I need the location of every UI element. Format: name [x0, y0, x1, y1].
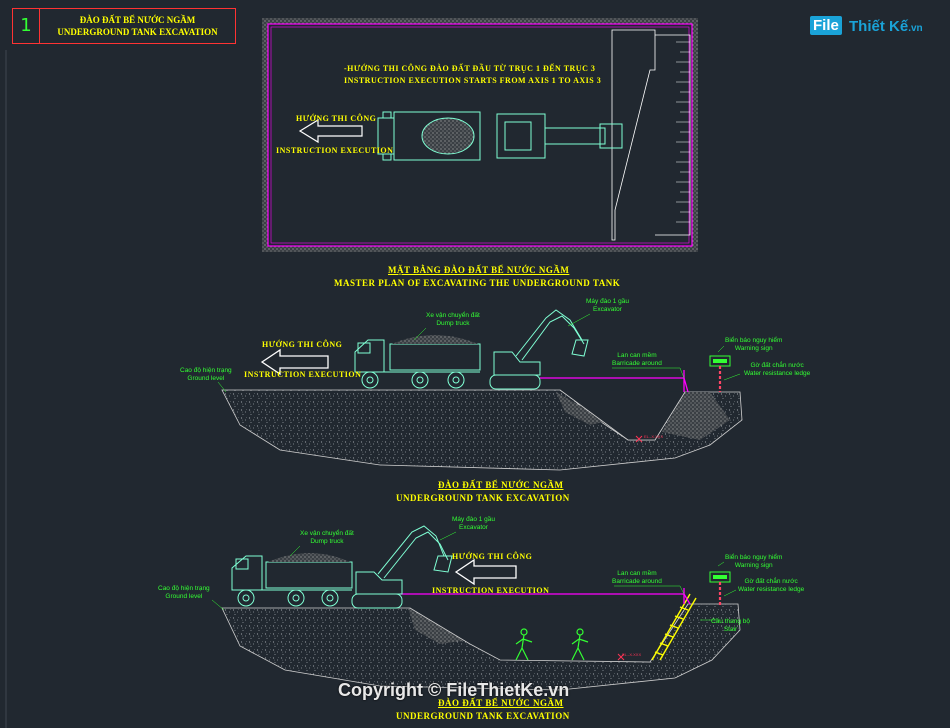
section1-title-en: UNDERGROUND TANK EXCAVATION — [396, 493, 570, 503]
section1-excavator-label-vn: Máy đào 1 gầu — [586, 298, 630, 305]
title-number: 1 — [13, 9, 40, 43]
section1-barricade — [540, 377, 689, 393]
section2-warning-label-vn: Biển báo nguy hiểm — [725, 554, 783, 561]
section2-warning-label-en: Warning sign — [734, 561, 773, 569]
section1-barricade-label-vn: Lan can mềm — [617, 352, 657, 359]
section1-dump-truck-icon — [354, 335, 481, 389]
plan-title-en: MASTER PLAN OF EXCAVATING THE UNDERGROUN… — [334, 278, 621, 288]
plan-note-vn: -HƯỚNG THI CÔNG ĐÀO ĐẤT ĐẦU TỪ TRỤC 1 ĐẾ… — [344, 64, 596, 73]
title-text: ĐÀO ĐẤT BỂ NƯỚC NGẦM UNDERGROUND TANK EX… — [40, 14, 235, 38]
section2-level-mark — [617, 653, 625, 661]
title-line-vn: ĐÀO ĐẤT BỂ NƯỚC NGẦM — [79, 15, 196, 25]
section2-ledge-label-vn: Gờ đất chắn nước — [744, 578, 798, 585]
plan-dump-truck-icon — [377, 111, 481, 161]
section1-truck-label-vn: Xe vận chuyển đất — [426, 312, 480, 319]
section1-warning-sign-icon — [709, 355, 731, 392]
section1-level-mark — [635, 435, 643, 443]
section2-title-vn: ĐÀO ĐẤT BỂ NƯỚC NGẦM — [438, 698, 564, 708]
plan-excavator-icon — [496, 113, 623, 159]
title-block: 1 ĐÀO ĐẤT BỂ NƯỚC NGẦM UNDERGROUND TANK … — [12, 8, 236, 44]
plan-arrow-icon — [298, 118, 363, 144]
section2-level-label: EL.-X.XXX — [622, 652, 642, 657]
plan-arrow-label-vn: HƯỚNG THI CÔNG — [296, 114, 377, 123]
section2-stair-label-en: Stair — [723, 625, 738, 633]
section2-excavator-label-en: Excavator — [459, 523, 488, 531]
plan-slope-ticks — [676, 41, 690, 223]
section2-arrow-label-en: INSTRUCTION EXECUTION — [432, 586, 550, 595]
section2-ground-label-vn: Cao độ hiện trạng — [158, 585, 210, 592]
section1-warning-label-vn: Biển báo nguy hiểm — [725, 337, 783, 344]
section2-truck-label-vn: Xe vận chuyển đất — [300, 530, 354, 537]
section2-stair-icon — [651, 593, 697, 661]
section2-barricade-label-en: Barricade around — [612, 577, 662, 585]
plan-title-vn: MẶT BẰNG ĐÀO ĐẤT BỂ NƯỚC NGẦM — [388, 265, 570, 275]
section1-ground-label-vn: Cao độ hiện trạng — [180, 367, 232, 374]
section2-arrow-label-vn: HƯỚNG THI CÔNG — [452, 552, 533, 561]
copyright-watermark: Copyright © FileThietKe.vn — [338, 680, 570, 700]
section1-excavator-label-en: Excavator — [593, 305, 622, 313]
section1-truck-label-en: Dump truck — [436, 319, 470, 327]
logo-text: Thiết Kế.vn — [849, 18, 923, 35]
section2-ground-label-en: Ground level — [165, 592, 203, 600]
section-1 — [217, 309, 743, 471]
section1-soil — [221, 389, 743, 471]
section2-title-en: UNDERGROUND TANK EXCAVATION — [396, 711, 570, 721]
plan-view — [262, 18, 698, 252]
logo-file-box: File — [810, 16, 842, 35]
section1-barricade-label-en: Barricade around — [612, 359, 662, 367]
plan-slope — [611, 29, 656, 241]
section2-excavator-icon — [351, 525, 453, 609]
section2-barricade-label-vn: Lan can mềm — [617, 570, 657, 577]
section-2 — [211, 525, 741, 691]
section1-ground-label-en: Ground level — [187, 374, 225, 382]
section2-dump-truck-icon — [231, 553, 353, 607]
section1-excavator-icon — [489, 309, 589, 390]
section2-worker-icon — [515, 628, 589, 661]
logo-brand-rest: Thiết Kế — [849, 18, 909, 35]
section2-barricade — [400, 593, 691, 605]
section1-ledge-label-en: Water resistance ledge — [744, 369, 811, 377]
section2-warning-sign-icon — [709, 571, 731, 606]
section2-stair-label-vn: Cầu thang bộ — [711, 618, 751, 625]
section2-truck-label-en: Dump truck — [310, 537, 344, 545]
section1-title-vn: ĐÀO ĐẤT BỂ NƯỚC NGẦM — [438, 480, 564, 490]
section1-warning-label-en: Warning sign — [734, 344, 773, 352]
section1-level-label: EL.-X.XXX — [644, 434, 664, 439]
section1-arrow-label-en: INSTRUCTION EXECUTION — [244, 370, 362, 379]
section2-excavator-label-vn: Máy đào 1 gầu — [452, 516, 496, 523]
logo-suffix: .vn — [908, 23, 923, 34]
plan-arrow-label-en: INSTRUCTION EXECUTION — [276, 146, 394, 155]
section1-arrow-label-vn: HƯỚNG THI CÔNG — [262, 340, 343, 349]
section1-ledge-label-vn: Gờ đất chắn nước — [750, 362, 804, 369]
section2-ledge-label-en: Water resistance ledge — [738, 585, 805, 593]
section2-arrow-icon — [454, 558, 517, 586]
title-line-en: UNDERGROUND TANK EXCAVATION — [57, 27, 218, 37]
section1-arrow-icon — [260, 348, 329, 376]
plan-note-en: INSTRUCTION EXECUTION STARTS FROM AXIS 1… — [344, 76, 602, 85]
